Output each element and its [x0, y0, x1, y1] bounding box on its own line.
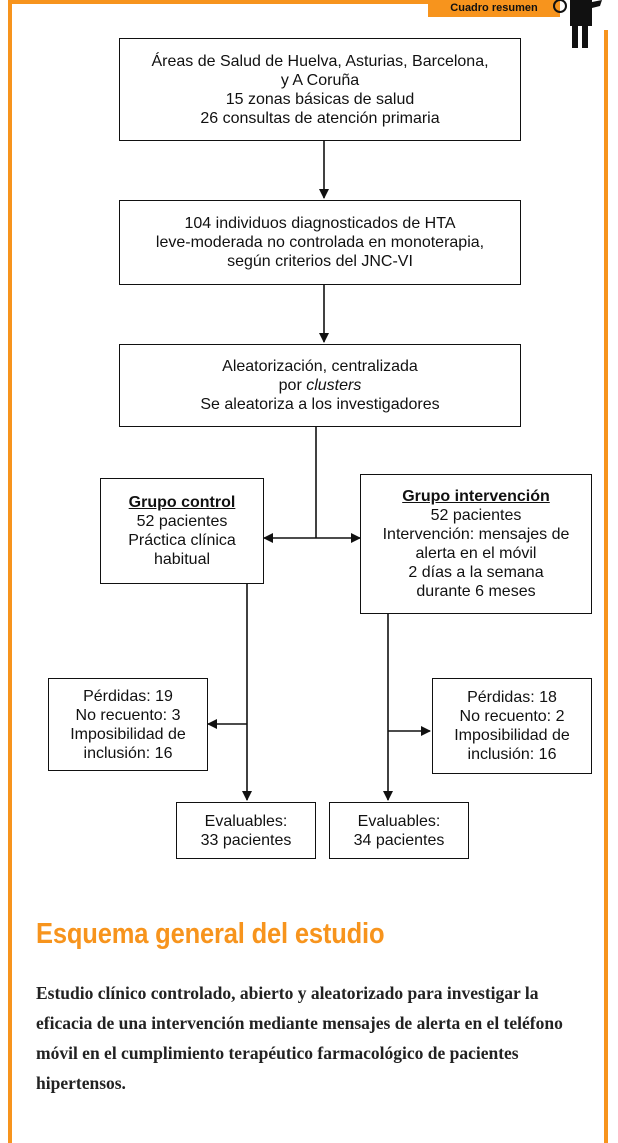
control-evaluable-line-1: Evaluables: — [204, 812, 288, 830]
areas-line-3: 15 zonas básicas de salud — [225, 90, 415, 108]
control-group-box: Grupo control 52 pacientes Práctica clín… — [100, 478, 264, 584]
summary-badge: Cuadro resumen — [428, 0, 560, 17]
control-group-title: Grupo control — [128, 494, 236, 511]
intervention-group-line-2: Intervención: mensajes de — [382, 526, 570, 543]
individuals-box: 104 individuos diagnosticados de HTA lev… — [119, 200, 521, 285]
areas-box: Áreas de Salud de Huelva, Asturias, Barc… — [119, 38, 521, 141]
control-group-line-3: habitual — [153, 551, 211, 568]
randomization-line-3: Se aleatoriza a los investigadores — [200, 396, 440, 413]
control-losses-line-4: inclusión: 16 — [83, 744, 173, 762]
control-losses-box: Pérdidas: 19 No recuento: 3 Imposibilida… — [48, 678, 208, 771]
control-group-line-2: Práctica clínica — [128, 532, 236, 549]
randomization-box: Aleatorización, centralizada por cluster… — [119, 344, 521, 427]
intervention-losses-line-4: inclusión: 16 — [467, 746, 557, 763]
intervention-evaluable-box: Evaluables: 34 pacientes — [329, 802, 469, 859]
randomization-line-2-prefix: por — [278, 377, 307, 394]
intervention-losses-line-2: No recuento: 2 — [459, 708, 565, 725]
intervention-group-line-4: 2 días a la semana — [408, 564, 544, 581]
intervention-losses-line-1: Pérdidas: 18 — [467, 689, 557, 706]
intervention-group-line-1: 52 pacientes — [430, 507, 522, 524]
randomization-line-2: por clusters — [279, 376, 362, 395]
intervention-evaluable-line-1: Evaluables: — [357, 812, 441, 830]
person-figure-icon — [553, 0, 602, 48]
areas-line-2: y A Coruña — [280, 71, 360, 89]
control-evaluable-line-2: 33 pacientes — [200, 831, 292, 849]
areas-line-4: 26 consultas de atención primaria — [200, 109, 440, 127]
study-summary: Estudio clínico controlado, abierto y al… — [36, 983, 563, 1093]
control-losses-line-3: Imposibilidad de — [70, 725, 186, 743]
flowchart-connectors — [207, 141, 431, 801]
intervention-losses-line-3: Imposibilidad de — [454, 727, 570, 744]
control-evaluable-box: Evaluables: 33 pacientes — [176, 802, 316, 859]
randomization-line-1: Aleatorización, centralizada — [222, 358, 418, 375]
intervention-group-box: Grupo intervención 52 pacientes Interven… — [360, 474, 592, 614]
individuals-line-2: leve-moderada no controlada en monoterap… — [155, 234, 485, 251]
frame-top-border — [8, 0, 428, 4]
areas-line-1: Áreas de Salud de Huelva, Asturias, Barc… — [151, 52, 489, 70]
randomization-clusters-italic: clusters — [306, 377, 362, 394]
frame-right-border — [604, 30, 608, 1143]
control-losses-line-2: No recuento: 3 — [75, 706, 181, 724]
intervention-evaluable-line-2: 34 pacientes — [353, 831, 445, 849]
intervention-group-line-3: alerta en el móvil — [415, 545, 537, 562]
individuals-line-1: 104 individuos diagnosticados de HTA — [184, 215, 456, 232]
study-heading: Esquema general del estudio — [36, 918, 385, 950]
intervention-group-title: Grupo intervención — [402, 488, 550, 505]
frame-left-border — [8, 0, 12, 1143]
control-group-line-1: 52 pacientes — [136, 513, 228, 530]
intervention-losses-box: Pérdidas: 18 No recuento: 2 Imposibilida… — [432, 678, 592, 774]
individuals-line-3: según criterios del JNC-VI — [227, 253, 413, 270]
intervention-group-line-5: durante 6 meses — [416, 583, 536, 600]
control-losses-line-1: Pérdidas: 19 — [83, 687, 173, 705]
